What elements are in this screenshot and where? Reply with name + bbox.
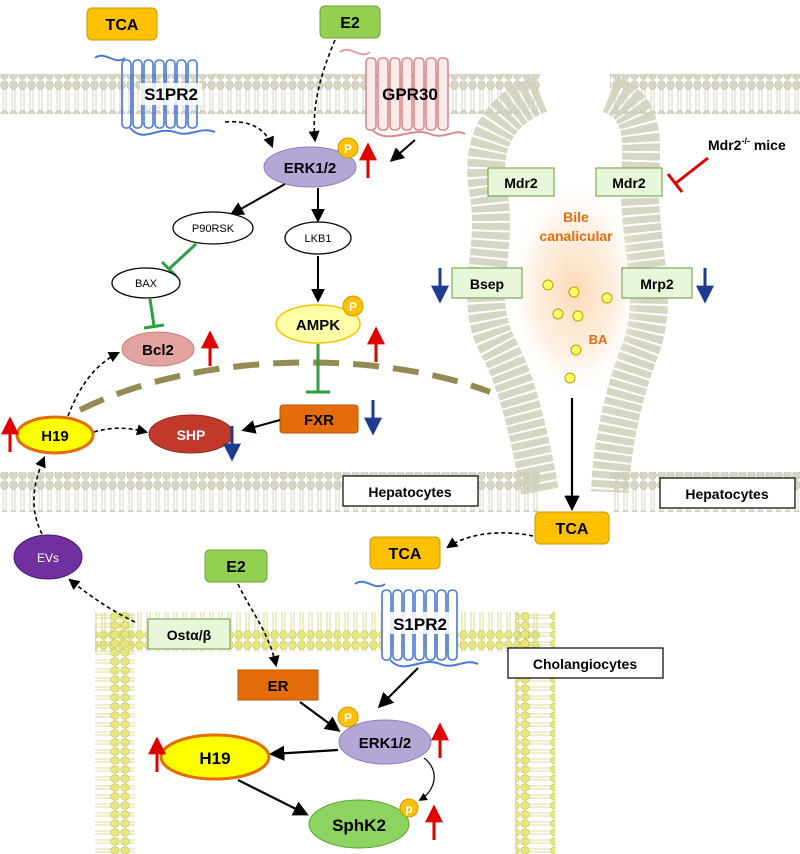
gpr30-label: GPR30 [382, 85, 438, 104]
arrow-h19-bcl2 [67, 351, 120, 417]
e2-bottom-box [204, 549, 268, 583]
erk-top-label: ERK1/2 [284, 160, 337, 177]
tca-mid-right-label: TCA [556, 521, 589, 538]
inhibit-p90rsk-bax [168, 242, 198, 270]
nuclear-envelope-line [78, 359, 492, 413]
h19-bottom-label: H19 [199, 749, 230, 768]
h19-bottom-oval [159, 733, 271, 781]
er-box [237, 669, 319, 701]
fxr-box [279, 404, 359, 434]
arrow-erk-h19 [268, 745, 339, 761]
arrow-gpr30-erk [389, 139, 416, 162]
mdr2-right-box [595, 167, 663, 197]
mdr2-left-box [487, 167, 555, 197]
p90rsk-oval [172, 211, 254, 245]
p-erk-bottom-label: P [344, 711, 352, 725]
hepatocytes-left-box [342, 475, 479, 507]
tca-mid-label: TCA [389, 546, 422, 563]
tca-mid-box [369, 536, 441, 570]
bsep-box [451, 267, 523, 299]
arrow-evs-h19 [33, 455, 46, 535]
mdr2-left-label: Mdr2 [504, 175, 538, 191]
inhibit-mdr2-mice [675, 156, 709, 185]
sphk2-label: SphK2 [332, 816, 386, 835]
arrow-erk-sphk2 [418, 757, 435, 801]
arrow-fxr-shp [241, 419, 281, 434]
cholangiocytes-box [507, 647, 664, 679]
lkb1-label: LKB1 [305, 233, 332, 245]
phospho-erk-bottom [337, 706, 359, 728]
mrp2-box [621, 267, 693, 299]
hepatocytes-right-label: Hepatocytes [685, 486, 768, 502]
erk-top-oval [263, 146, 357, 188]
arrow-s1pr2-erk [224, 120, 274, 149]
s1pr2-receptor-top [94, 54, 216, 136]
fxr-label: FXR [304, 412, 334, 429]
h19-left-label: H19 [41, 428, 69, 445]
arrow-er-erk [299, 701, 341, 732]
mrp2-label: Mrp2 [640, 276, 674, 292]
erk-bottom-label: ERK1/2 [359, 735, 412, 752]
p-ampk-label: P [349, 300, 357, 314]
arrow-h19-sphk2 [237, 779, 309, 816]
bile-label-2: canalicular [539, 228, 613, 244]
bcl2-oval [121, 331, 195, 367]
gpr30-receptor [339, 48, 466, 138]
e2-top-label: E2 [340, 15, 360, 32]
arrow-e2-erk [308, 39, 336, 143]
e2-top-box [319, 5, 381, 39]
bile-acid-dots [542, 279, 613, 384]
arrow-tca-to-tca [446, 532, 534, 549]
bcl2-label: Bcl2 [142, 342, 174, 359]
bax-label: BAX [135, 278, 158, 290]
bax-oval [111, 267, 181, 299]
sphk2-oval [308, 799, 410, 849]
hepatocytes-left-label: Hepatocytes [368, 484, 451, 500]
ost-box [147, 618, 231, 650]
evs-label: EVs [37, 551, 59, 565]
ampk-oval [275, 304, 361, 344]
h19-left-oval [15, 415, 95, 455]
lkb1-oval [284, 221, 352, 255]
er-label: ER [268, 678, 289, 695]
ost-label: Ostα/β [167, 627, 212, 643]
phospho-ampk [342, 295, 364, 317]
p-sphk2-label: p [405, 802, 412, 816]
mdr2-right-label: Mdr2 [612, 175, 646, 191]
s1pr2-top-label: S1PR2 [144, 85, 198, 104]
bsep-label: Bsep [470, 276, 504, 292]
bile-label-1: Bile [563, 209, 589, 225]
p-erk-top-label: P [344, 142, 352, 156]
arrow-h19-shp [93, 424, 149, 436]
inhibit-bax-bcl2 [148, 298, 156, 327]
arrow-s1pr2-erk-bottom [377, 667, 419, 709]
ampk-label: AMPK [296, 317, 340, 334]
cholangiocytes-label: Cholangiocytes [533, 656, 637, 672]
shp-label: SHP [177, 427, 206, 443]
tca-top-box [86, 7, 158, 41]
p90rsk-label: P90RSK [192, 223, 235, 235]
s1pr2-receptor-bottom [354, 580, 479, 668]
erk-bottom-oval [338, 719, 432, 765]
evs-oval [13, 534, 83, 580]
e2-bottom-label: E2 [226, 559, 246, 576]
mdr2-mice-label: Mdr2-/- mice [708, 136, 786, 153]
arrow-e2-er [237, 583, 280, 668]
phospho-erk-top [337, 137, 359, 159]
tca-top-label: TCA [106, 17, 139, 34]
ba-label: BA [589, 332, 608, 347]
s1pr2-bottom-label: S1PR2 [393, 615, 447, 634]
tca-mid-right-box [534, 511, 610, 545]
arrow-erk-p90rsk [229, 183, 286, 216]
hepatocytes-right-box [659, 477, 796, 509]
phospho-sphk2 [399, 798, 419, 818]
arrow-ost-evs [68, 578, 136, 623]
